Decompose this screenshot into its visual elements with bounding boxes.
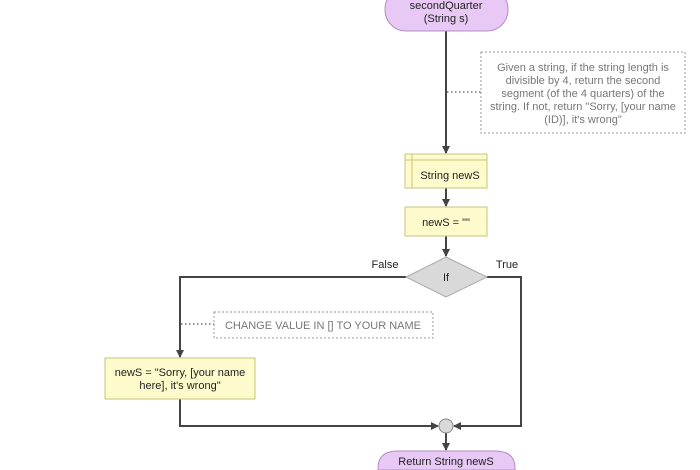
end-label: Return String newS xyxy=(398,456,493,468)
comment-line: divisible by 4, return the second xyxy=(506,75,661,87)
false-assign-line1: newS = "Sorry, [your name xyxy=(115,367,246,379)
connector-false-to-merge xyxy=(179,399,439,430)
connector-true-branch xyxy=(453,276,522,430)
comment-line: (ID)], it's wrong" xyxy=(544,114,622,126)
declare-block[interactable]: String newS xyxy=(404,153,488,189)
true-label: True xyxy=(496,259,518,271)
start-terminal[interactable]: secondQuarter (String s) xyxy=(384,0,509,32)
description-comment[interactable]: Given a string, if the string length is … xyxy=(480,51,686,134)
connector-false-branch xyxy=(176,276,406,358)
start-label-line2: (String s) xyxy=(424,13,469,25)
assign-label: newS = "" xyxy=(422,217,470,229)
comment-line: segment (of the 4 quarters) of the xyxy=(501,88,664,100)
comment-line: string. If not, return "Sorry, [your nam… xyxy=(490,101,676,113)
name-comment-label: CHANGE VALUE IN [] TO YOUR NAME xyxy=(225,320,421,332)
merge-node xyxy=(438,418,454,434)
end-terminal[interactable]: Return String newS xyxy=(377,450,516,470)
false-label: False xyxy=(372,259,399,271)
false-assign-line2: here], it's wrong" xyxy=(139,380,220,392)
if-decision[interactable]: If xyxy=(404,256,489,298)
comment-line: Given a string, if the string length is xyxy=(497,62,669,74)
start-label-line1: secondQuarter xyxy=(410,0,483,12)
name-comment[interactable]: CHANGE VALUE IN [] TO YOUR NAME xyxy=(213,311,434,339)
assign-block[interactable]: newS = "" xyxy=(404,206,488,237)
false-assign-block[interactable]: newS = "Sorry, [your name here], it's wr… xyxy=(104,357,256,400)
declare-label: String newS xyxy=(420,170,479,182)
if-label: If xyxy=(443,272,450,284)
